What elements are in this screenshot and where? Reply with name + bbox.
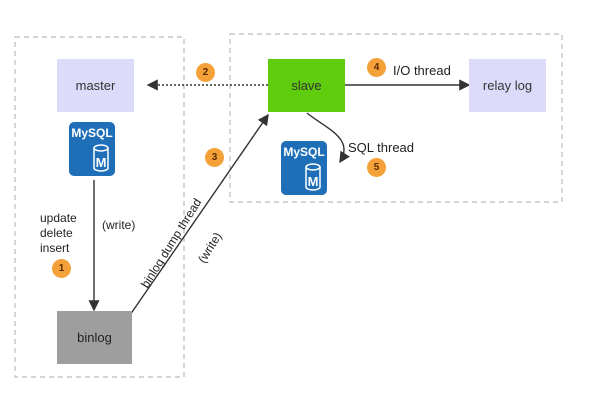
dump-thread-arrow (129, 113, 269, 316)
mysql-master-icon-shape: MySQL M (69, 122, 115, 176)
step-badge-4: 4 (367, 58, 386, 77)
operations-label: update delete insert (40, 211, 77, 256)
master-group-border (14, 36, 185, 378)
master-label: master (75, 78, 116, 93)
binlog-label: binlog (77, 330, 112, 345)
master-node: master (57, 59, 134, 112)
update-label: update (40, 211, 77, 225)
relay-log-node: relay log (469, 59, 546, 112)
write-label-left: (write) (102, 218, 136, 232)
slave-group-border (229, 33, 563, 203)
sql-thread-label: SQL thread (348, 140, 415, 155)
mysql-slave-letter: M (308, 174, 319, 189)
mysql-master-text: MySQL (71, 126, 112, 140)
step-badge-2: 2 (196, 63, 215, 82)
io-thread-label: I/O thread (393, 63, 451, 78)
delete-label: delete (40, 226, 73, 240)
slave-label: slave (291, 78, 322, 93)
insert-label: insert (40, 241, 70, 255)
mysql-database-icon: MySQL M (281, 141, 327, 200)
mysql-database-icon: MySQL M (69, 122, 115, 181)
binlog-node: binlog (57, 311, 132, 364)
mysql-slave-icon-shape: MySQL M (281, 141, 327, 195)
sql-thread-arrow (306, 112, 350, 164)
step-badge-5: 5 (367, 158, 386, 177)
mysql-master-letter: M (96, 155, 107, 170)
mysql-slave-text: MySQL (283, 145, 324, 159)
step-badge-1: 1 (52, 259, 71, 278)
slave-node: slave (268, 59, 345, 112)
relay-log-label: relay log (482, 78, 533, 93)
step-badge-3: 3 (205, 148, 224, 167)
